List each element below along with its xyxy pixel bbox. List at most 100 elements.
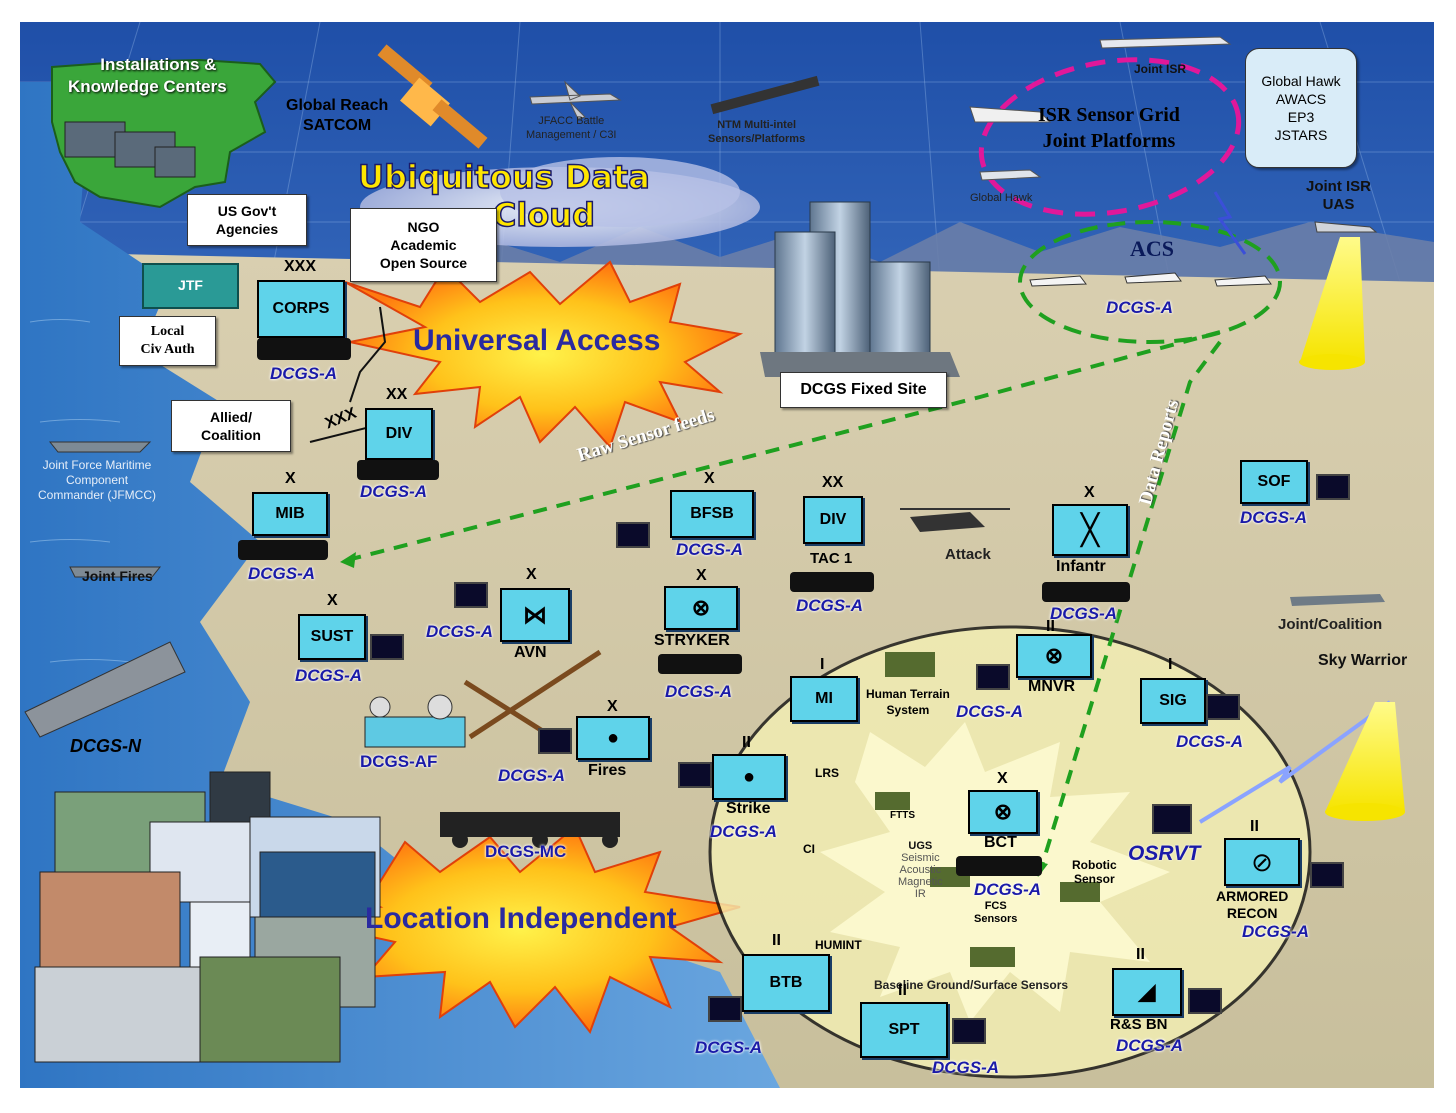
mnvr-unit: ⊗ bbox=[1016, 634, 1092, 678]
infantry-unit: ╳ bbox=[1052, 504, 1128, 556]
div-vehicle bbox=[357, 460, 439, 480]
avn-label: AVN bbox=[514, 644, 547, 661]
dcgs-mc-label: DCGS-MC bbox=[485, 842, 567, 861]
infantry-echelon: X bbox=[1084, 484, 1095, 501]
cloud-title: Ubiquitous Data Cloud bbox=[357, 157, 650, 235]
robotic-line1: Robotic bbox=[1072, 858, 1117, 872]
human-terrain-label: Human Terrain System bbox=[866, 686, 950, 718]
mib-unit: MIB bbox=[252, 492, 328, 536]
infantry-vehicle bbox=[1042, 582, 1130, 602]
corps-unit: CORPS bbox=[257, 280, 345, 338]
btb-laptop-icon bbox=[708, 996, 742, 1022]
corps-dcgs: DCGS-A bbox=[270, 364, 338, 383]
armored-label: ARMORED RECON bbox=[1216, 888, 1288, 922]
rsbn-echelon: II bbox=[1136, 946, 1145, 963]
attack-label: Attack bbox=[945, 546, 991, 563]
ugs-line3: Acoustic bbox=[899, 864, 942, 876]
jfacc-line1: JFACC Battle bbox=[538, 115, 605, 127]
uas-label: Joint ISR UAS bbox=[1306, 178, 1371, 214]
location-independent-label: Location Independent bbox=[365, 902, 677, 935]
armored-laptop-icon bbox=[1310, 862, 1344, 888]
strike-unit: ● bbox=[712, 754, 786, 800]
diagram-frame: Installations & Knowledge Centers Global… bbox=[20, 22, 1434, 1088]
ugs-line2: Seismic bbox=[901, 852, 940, 864]
satcom-line1: Global Reach bbox=[286, 97, 389, 114]
mnvr-label: MNVR bbox=[1028, 678, 1076, 695]
human-terrain-line2: System bbox=[886, 703, 930, 717]
stryker-unit: ⊗ bbox=[664, 586, 738, 630]
sust-echelon: X bbox=[327, 592, 338, 609]
div-dcgs: DCGS-A bbox=[360, 482, 428, 501]
local-line1: Local bbox=[150, 324, 185, 339]
mib-dcgs: DCGS-A bbox=[248, 564, 316, 583]
jfacc-line2: Management / C3I bbox=[526, 129, 617, 141]
btb-echelon: II bbox=[772, 932, 781, 949]
ci-label: CI bbox=[803, 842, 815, 856]
avn-echelon: X bbox=[526, 566, 537, 583]
isr-box-item: Global Hawk bbox=[1261, 73, 1341, 89]
armored-label-line2: RECON bbox=[1226, 905, 1278, 921]
us-gov-line2: Agencies bbox=[215, 221, 279, 237]
ngo-line2: Academic bbox=[390, 237, 457, 253]
robotic-line2: Sensor bbox=[1073, 872, 1115, 886]
installations-line2: Knowledge Centers bbox=[68, 77, 227, 96]
btb-unit: BTB bbox=[742, 954, 830, 1012]
mnvr-laptop-icon bbox=[976, 664, 1010, 690]
bct-echelon: X bbox=[997, 770, 1008, 787]
local-civ-auth-box: Local Civ Auth bbox=[119, 316, 216, 366]
corps-vehicle bbox=[257, 338, 351, 360]
sust-dcgs: DCGS-A bbox=[295, 666, 363, 685]
rsbn-laptop-icon bbox=[1188, 988, 1222, 1014]
fires-laptop-icon bbox=[538, 728, 572, 754]
bfsb-echelon: X bbox=[704, 470, 715, 487]
infantry-dcgs: DCGS-A bbox=[1050, 604, 1118, 623]
joint-fires-label: Joint Fires bbox=[82, 568, 153, 584]
sig-laptop-icon bbox=[1206, 694, 1240, 720]
isr-box-item: EP3 bbox=[1287, 109, 1315, 125]
dcgs-n-label: DCGS-N bbox=[70, 736, 141, 756]
installations-line1: Installations & bbox=[100, 55, 217, 74]
dcgs-fixed-site-box: DCGS Fixed Site bbox=[780, 372, 947, 408]
stryker-echelon: X bbox=[696, 567, 707, 584]
osrvt-label: OSRVT bbox=[1128, 842, 1201, 865]
avn-unit: ⋈ bbox=[500, 588, 570, 642]
ugs-line1: UGS bbox=[908, 840, 933, 852]
ngo-box: NGO Academic Open Source bbox=[350, 208, 497, 282]
jfmcc-line1: Joint Force Maritime bbox=[42, 458, 152, 472]
strike-dcgs: DCGS-A bbox=[710, 822, 778, 841]
dcgs-af-label: DCGS-AF bbox=[360, 752, 438, 771]
fcs-label: FCS Sensors bbox=[974, 900, 1017, 926]
sig-echelon: I bbox=[1168, 656, 1173, 673]
isr-box-item: AWACS bbox=[1275, 91, 1327, 107]
isr-platforms-box: Global Hawk AWACS EP3 JSTARS bbox=[1245, 48, 1357, 168]
div2-vehicle bbox=[790, 572, 874, 592]
sust-laptop-icon bbox=[370, 634, 404, 660]
strike-echelon: II bbox=[742, 734, 751, 751]
infantry-label: Infantr bbox=[1056, 558, 1106, 575]
stryker-dcgs: DCGS-A bbox=[665, 682, 733, 701]
corps-echelon: XXX bbox=[284, 258, 317, 275]
mnvr-echelon: II bbox=[1046, 618, 1055, 635]
allied-coalition-box: Allied/ Coalition bbox=[171, 400, 291, 452]
satcom-line2: SATCOM bbox=[303, 117, 372, 134]
sig-dcgs: DCGS-A bbox=[1176, 732, 1244, 751]
spt-echelon: II bbox=[898, 982, 907, 999]
mi-echelon: I bbox=[820, 656, 825, 673]
bfsb-unit: BFSB bbox=[670, 490, 754, 538]
spt-dcgs: DCGS-A bbox=[932, 1058, 1000, 1077]
robotic-sensor-label: Robotic Sensor bbox=[1072, 858, 1117, 886]
us-gov-line1: US Gov't bbox=[217, 203, 277, 219]
sof-unit: SOF bbox=[1240, 460, 1308, 504]
ntm-line1: NTM Multi-intel bbox=[717, 119, 797, 131]
mib-echelon: X bbox=[285, 470, 296, 487]
bfsb-laptop-icon bbox=[616, 522, 650, 548]
ugs-line5: IR bbox=[914, 888, 926, 900]
ntm-line2: Sensors/Platforms bbox=[708, 133, 806, 145]
uas-line2: UAS bbox=[1322, 196, 1355, 213]
stryker-vehicle bbox=[658, 654, 742, 674]
allied-line2: Coalition bbox=[201, 427, 261, 443]
btb-dcgs: DCGS-A bbox=[695, 1038, 763, 1057]
strike-laptop-icon bbox=[678, 762, 712, 788]
uas-line1: Joint ISR bbox=[1306, 178, 1372, 195]
ugs-label: UGS Seismic Acoustic Magnetic IR bbox=[898, 840, 943, 900]
